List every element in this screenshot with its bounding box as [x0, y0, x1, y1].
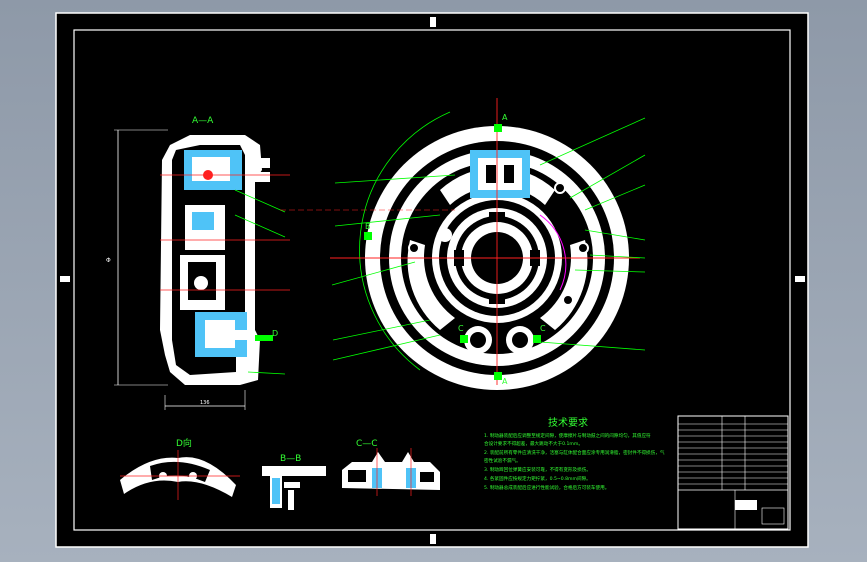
marker-a-top: A [502, 113, 508, 122]
marker-d: D [272, 329, 278, 338]
note-2-cont: 密性试验不漏气。 [484, 457, 521, 464]
note-2: 2. 装配前所有零件应清洗干净，活塞与缸体配合面应涂专用润滑脂，密封件不得损伤，… [484, 449, 665, 456]
tech-title: 技术要求 [548, 416, 588, 429]
marker-c-left: C [458, 324, 464, 333]
marker-b: B [365, 222, 371, 231]
centering-mark-left [60, 276, 70, 282]
note-1-cont: 合设计要求不得超差，最大跳动不大于0.1mm。 [484, 440, 583, 447]
section-bb-view: B—B [262, 454, 326, 510]
section-aa-title: A—A [192, 116, 214, 126]
dim-height-label: Φ [106, 257, 111, 264]
marker-c-right: C [540, 324, 546, 333]
title-block [677, 415, 789, 530]
main-front-view: A A C C B [280, 98, 646, 390]
section-aa-view: A—A Φ 136 D [106, 116, 290, 410]
view-d-title: D向 [176, 437, 192, 449]
section-cc-view: C—C [342, 439, 440, 496]
note-1: 1. 制动器装配后应调整至规定间隙，使摩擦片与制动鼓之间的间隙均匀，其值应符 [484, 432, 651, 439]
section-bb-title: B—B [280, 454, 301, 464]
centering-mark-right [795, 276, 805, 282]
centering-mark-top [430, 17, 436, 27]
note-3: 3. 制动蹄回位弹簧应安装可靠，不得有变形及损伤。 [484, 466, 591, 473]
dim-width-label: 136 [200, 400, 210, 406]
technical-requirements: 技术要求 1. 制动器装配后应调整至规定间隙，使摩擦片与制动鼓之间的间隙均匀，其… [484, 416, 665, 491]
note-5: 5. 制动器总成装配后应进行性能试验，合格后方可装车使用。 [484, 484, 609, 491]
marker-a-bottom: A [502, 377, 508, 386]
section-cc-title: C—C [356, 439, 378, 449]
view-d: D向 [120, 437, 240, 500]
drawing-border [73, 29, 791, 531]
centering-mark-bottom [430, 534, 436, 544]
note-4: 4. 各紧固件应按规定力矩拧紧，0.5~0.8mm间隙。 [484, 475, 591, 482]
